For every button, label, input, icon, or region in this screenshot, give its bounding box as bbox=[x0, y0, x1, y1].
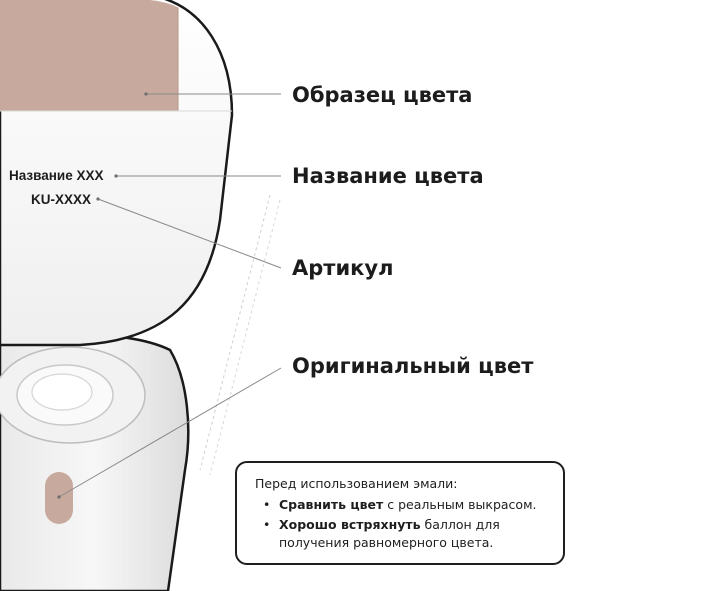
note-item-bold: Сравнить цвет bbox=[279, 497, 384, 512]
note-item: • Сравнить цвет с реальным выкрасом. bbox=[255, 496, 563, 514]
usage-note: Перед использованием эмали: • Сравнить ц… bbox=[235, 461, 565, 565]
cap-article-code: KU-XXXX bbox=[31, 192, 92, 207]
bullet-icon: • bbox=[263, 497, 271, 512]
note-item-text: с реальным выкрасом. bbox=[383, 497, 537, 512]
note-item-text: баллон для bbox=[420, 517, 500, 532]
note-item: • Хорошо встряхнуть баллон для получения… bbox=[255, 516, 563, 552]
note-item-text-continued: получения равномерного цвета. bbox=[279, 535, 494, 550]
note-item-bold: Хорошо встряхнуть bbox=[279, 517, 421, 532]
bullet-icon: • bbox=[263, 517, 271, 532]
callout-swatch: Образец цвета bbox=[292, 83, 473, 107]
callout-original-color: Оригинальный цвет bbox=[292, 354, 534, 378]
callout-article: Артикул bbox=[292, 256, 394, 280]
note-list: • Сравнить цвет с реальным выкрасом. • Х… bbox=[255, 496, 563, 552]
leader-original bbox=[58, 367, 282, 498]
callout-color-name: Название цвета bbox=[292, 164, 484, 188]
color-swatch bbox=[0, 0, 178, 111]
note-heading: Перед использованием эмали: bbox=[255, 476, 458, 491]
cap-color-name: Название XXX bbox=[9, 168, 104, 183]
leader-article bbox=[97, 198, 282, 269]
